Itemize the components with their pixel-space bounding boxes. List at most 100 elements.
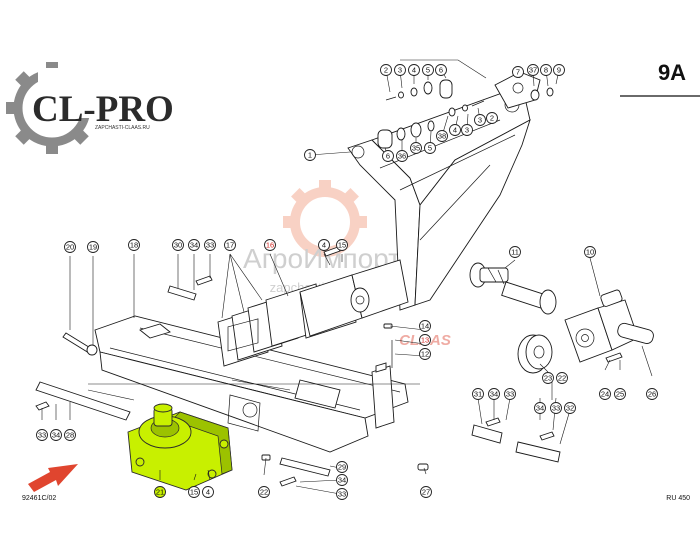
svg-text:6: 6 [439, 66, 443, 75]
callout-11[interactable]: 11 [509, 246, 521, 258]
callout-33b[interactable]: 33 [504, 388, 516, 400]
callout-14[interactable]: 14 [419, 320, 431, 332]
callout-34c[interactable]: 34 [534, 402, 546, 414]
callouts: 2 3 4 5 6 7 37 8 9 3 6 36 35 5 38 4 3 2 … [36, 64, 658, 500]
logo-site: ZAPCHASTI-CLAAS.RU [95, 125, 150, 131]
callout-3[interactable]: 3 [394, 64, 406, 76]
callout-21[interactable]: 21 [154, 486, 166, 498]
callout-29[interactable]: 29 [336, 461, 348, 473]
callout-13[interactable]: 13 [419, 334, 431, 346]
callout-16[interactable]: 16 [264, 239, 276, 251]
callout-33e[interactable]: 33 [336, 488, 348, 500]
drive-shaft-drawing [469, 262, 557, 315]
callout-35[interactable]: 35 [410, 142, 422, 154]
callout-34d[interactable]: 34 [50, 429, 62, 441]
svg-text:19: 19 [89, 243, 97, 252]
svg-text:9: 9 [557, 66, 561, 75]
svg-text:33: 33 [206, 241, 214, 250]
callout-20[interactable]: 20 [64, 241, 76, 253]
svg-text:17: 17 [226, 241, 234, 250]
callout-34e[interactable]: 34 [336, 474, 348, 486]
svg-text:3: 3 [398, 66, 402, 75]
callout-30[interactable]: 30 [172, 239, 184, 251]
svg-text:13: 13 [421, 336, 429, 345]
direction-arrow-icon [28, 464, 78, 492]
leader-lines [41, 59, 653, 495]
svg-text:5: 5 [426, 66, 430, 75]
callout-8[interactable]: 8 [540, 64, 552, 76]
svg-text:18: 18 [130, 241, 138, 250]
figure-code: 92461C/02 [22, 495, 56, 502]
svg-text:22: 22 [558, 374, 566, 383]
callout-15[interactable]: 15 [336, 239, 348, 251]
svg-text:3: 3 [465, 126, 469, 135]
svg-text:21: 21 [156, 488, 164, 497]
logo-brand: CL-PRO [32, 89, 174, 130]
callout-4b[interactable]: 4 [449, 124, 461, 136]
callout-33c[interactable]: 33 [550, 402, 562, 414]
callout-15b[interactable]: 15 [188, 486, 200, 498]
svg-text:10: 10 [586, 248, 594, 257]
pulley-drawing [517, 334, 553, 374]
callout-7[interactable]: 7 [512, 66, 524, 78]
svg-text:11: 11 [511, 248, 519, 257]
callout-1[interactable]: 1 [304, 149, 316, 161]
svg-text:20: 20 [66, 243, 74, 252]
svg-text:36: 36 [398, 152, 406, 161]
flange-housing-drawing [299, 259, 409, 337]
callout-31[interactable]: 31 [472, 388, 484, 400]
svg-text:1: 1 [308, 151, 312, 160]
svg-text:29: 29 [338, 463, 346, 472]
callout-6[interactable]: 6 [435, 64, 447, 76]
svg-text:5: 5 [428, 144, 432, 153]
callout-9[interactable]: 9 [553, 64, 565, 76]
callout-34b[interactable]: 34 [488, 388, 500, 400]
svg-text:22: 22 [260, 488, 268, 497]
svg-text:30: 30 [174, 241, 182, 250]
callout-24[interactable]: 24 [599, 388, 611, 400]
callout-28[interactable]: 28 [64, 429, 76, 441]
callout-5b[interactable]: 5 [424, 142, 436, 154]
svg-text:6: 6 [386, 152, 390, 161]
callout-3b[interactable]: 3 [474, 114, 486, 126]
callout-34[interactable]: 34 [188, 239, 200, 251]
callout-23[interactable]: 23 [542, 372, 554, 384]
callout-33[interactable]: 33 [204, 239, 216, 251]
svg-text:4: 4 [206, 488, 210, 497]
callout-38[interactable]: 38 [436, 130, 448, 142]
callout-26[interactable]: 26 [646, 388, 658, 400]
svg-text:2: 2 [490, 114, 494, 123]
callout-4[interactable]: 4 [408, 64, 420, 76]
callout-25[interactable]: 25 [614, 388, 626, 400]
callout-17[interactable]: 17 [224, 239, 236, 251]
callout-27[interactable]: 27 [420, 486, 432, 498]
svg-text:7: 7 [516, 68, 520, 77]
callout-6b[interactable]: 6 [382, 150, 394, 162]
gearbox-21-drawing [127, 403, 233, 491]
callout-37[interactable]: 37 [527, 64, 539, 76]
page-label: 9A [658, 60, 686, 85]
svg-text:27: 27 [422, 488, 430, 497]
main-beam-drawing [94, 315, 409, 453]
callout-33d[interactable]: 33 [36, 429, 48, 441]
callout-4c[interactable]: 4 [318, 239, 330, 251]
callout-22c[interactable]: 22 [258, 486, 270, 498]
callout-2e[interactable]: 2 [486, 112, 498, 124]
callout-19[interactable]: 19 [87, 241, 99, 253]
svg-text:8: 8 [544, 66, 548, 75]
callout-5[interactable]: 5 [422, 64, 434, 76]
callout-10[interactable]: 10 [584, 246, 596, 258]
callout-22b[interactable]: 22 [556, 372, 568, 384]
callout-4d[interactable]: 4 [202, 486, 214, 498]
callout-3c[interactable]: 3 [461, 124, 473, 136]
cl-pro-logo: CL-PRO ZAPCHASTI-CLAAS.RU [6, 62, 174, 154]
callout-18[interactable]: 18 [128, 239, 140, 251]
callout-36[interactable]: 36 [396, 150, 408, 162]
svg-text:15: 15 [190, 488, 198, 497]
svg-text:4: 4 [322, 241, 326, 250]
callout-32[interactable]: 32 [564, 402, 576, 414]
callout-12[interactable]: 12 [419, 348, 431, 360]
svg-text:12: 12 [421, 350, 429, 359]
callout-2[interactable]: 2 [380, 64, 392, 76]
